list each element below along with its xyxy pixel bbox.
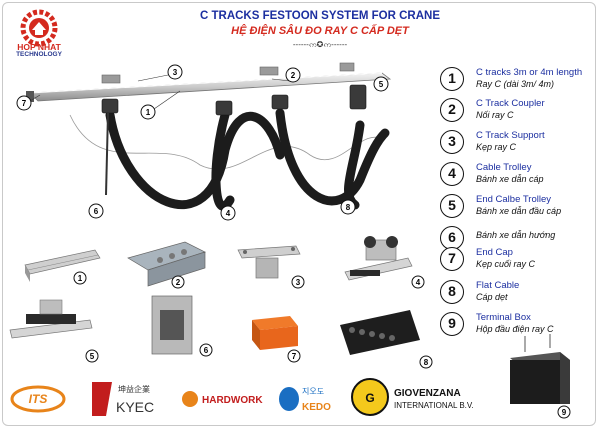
hardwork-logo: HARDWORK: [182, 391, 263, 407]
part-label-2: 2: [176, 278, 181, 287]
guide-arm: [105, 112, 109, 196]
legend-vietnamese: Ray C (dài 3m/ 4m): [476, 79, 555, 89]
legend-vietnamese: Kẹp ray C: [476, 142, 517, 152]
page-frame: [2, 2, 596, 426]
part-cable-trolley: 4: [344, 236, 425, 289]
page-title: C TRACKS FESTOON SYSTEM FOR CRANE: [199, 10, 441, 22]
part-label-1: 1: [78, 274, 83, 283]
callout-7: 7: [22, 99, 27, 108]
logo-name: HOP NHAT: [17, 42, 61, 52]
legend-english: C Track Coupler: [476, 98, 545, 109]
svg-text:G: G: [365, 391, 374, 405]
cable-trolleys: [101, 84, 367, 116]
part-label-4: 4: [416, 278, 421, 287]
end-cap: [26, 91, 34, 102]
svg-text:INTERNATIONAL B.V.: INTERNATIONAL B.V.: [394, 401, 474, 410]
part-end-trolley: 5: [9, 299, 99, 363]
callout-3: 3: [173, 68, 178, 77]
callout-4: 4: [226, 209, 231, 218]
part-label-7: 7: [292, 352, 297, 361]
c-track-rail: [29, 72, 392, 102]
part-end-cap: 7: [252, 316, 301, 363]
title-ornament: ------ဢ✪ဢ------: [292, 40, 348, 49]
diagram-callouts: 7 3 2 1 5 6 4 8: [16, 64, 389, 221]
svg-text:坤益企業: 坤益企業: [118, 384, 150, 394]
svg-text:지오도: 지오도: [302, 387, 324, 396]
legend-vietnamese: Bánh xe dẫn đầu cáp: [476, 206, 562, 216]
c-track-supports: [101, 62, 355, 84]
part-label-9: 9: [562, 408, 567, 417]
part-support: 3: [237, 245, 305, 289]
legend-vietnamese: Bánh xe dẫn cáp: [476, 174, 544, 184]
page-subtitle: HỆ ĐIỆN SÂU ĐO RAY C CẤP DẸT: [231, 25, 409, 37]
legend-english: Flat Cable: [476, 280, 520, 291]
kedo-logo: 지오도 KEDO: [279, 387, 331, 413]
legend-english: End Cap: [476, 247, 513, 258]
legend-number: 7: [440, 247, 464, 271]
part-terminal-box: 9: [510, 334, 571, 419]
legend-number: 9: [440, 312, 464, 336]
legend-vietnamese: Hộp đầu điện ray C: [476, 324, 554, 334]
legend-number: 4: [440, 162, 464, 186]
legend-number: 3: [440, 130, 464, 154]
callout-2: 2: [291, 71, 296, 80]
logo-subtitle: TECHNOLOGY: [16, 51, 62, 58]
part-label-6: 6: [204, 346, 209, 355]
callout-6: 6: [94, 207, 99, 216]
part-label-3: 3: [296, 278, 301, 287]
legend-number: 1: [440, 67, 464, 91]
part-flat-cable: 8: [340, 310, 433, 369]
legend-english: Terminal Box: [476, 312, 531, 323]
its-logo: ITS: [10, 385, 66, 413]
legend-number: 8: [440, 280, 464, 304]
svg-text:KEDO: KEDO: [302, 402, 331, 413]
hop-nhat-logo: [20, 9, 58, 47]
legend-english: End Calbe Trolley: [476, 194, 551, 205]
legend-vietnamese: Nối ray C: [476, 110, 514, 120]
part-label-5: 5: [90, 352, 95, 361]
part-guide-trolley: 6: [151, 295, 213, 357]
legend-english: C tracks 3m or 4m length: [476, 67, 583, 78]
legend-number: 2: [440, 98, 464, 122]
giovenzana-logo: G GIOVENZANA INTERNATIONAL B.V.: [351, 378, 474, 416]
legend-vietnamese: Cáp dẹt: [476, 292, 508, 302]
part-coupler: 2: [127, 241, 206, 289]
legend-english: Cable Trolley: [476, 162, 532, 173]
legend-number: 5: [440, 194, 464, 218]
festoon-system-diagram: 7 3 2 1 5 6 4 8: [16, 62, 392, 221]
brand-logos: ITS 坤益企業 KYEC HARDWORK 지오도 KEDO G GIOVEN…: [10, 378, 474, 416]
callout-8: 8: [346, 203, 351, 212]
part-c-track: 1: [24, 249, 101, 285]
svg-text:GIOVENZANA: GIOVENZANA: [394, 388, 461, 399]
svg-text:KYEC: KYEC: [116, 399, 154, 415]
legend-vietnamese: Kẹp cuối ray C: [476, 259, 536, 269]
callout-1: 1: [146, 108, 151, 117]
legend-english: C Track Support: [476, 130, 545, 141]
callout-5: 5: [379, 80, 384, 89]
component-parts: 1 2 3 4 5 6: [9, 236, 433, 369]
svg-text:HARDWORK: HARDWORK: [202, 395, 263, 406]
part-label-8: 8: [424, 358, 429, 367]
svg-text:ITS: ITS: [29, 392, 48, 406]
kyec-logo: 坤益企業 KYEC: [92, 382, 154, 416]
legend-vietnamese: Bánh xe dẫn hướng: [476, 230, 556, 240]
